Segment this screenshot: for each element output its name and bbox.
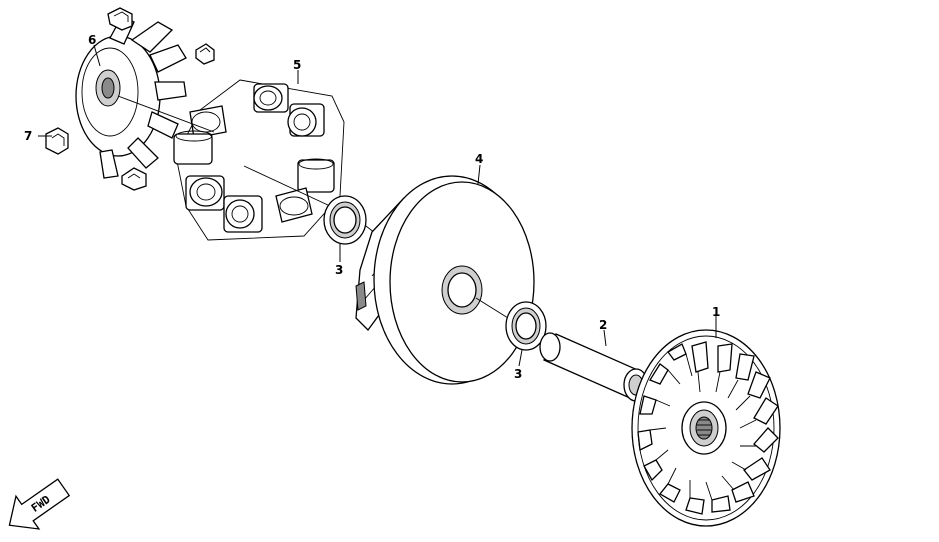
callout-6: 6	[88, 33, 96, 47]
callout-3-right: 3	[514, 367, 522, 381]
oil-seal-left	[323, 195, 385, 245]
sleeve-collar	[539, 332, 649, 402]
roller	[185, 175, 225, 211]
callout-2: 2	[599, 318, 607, 332]
roller	[173, 130, 213, 165]
driven-face-fan	[631, 329, 781, 527]
callout-7: 7	[24, 129, 32, 143]
roller	[223, 195, 263, 233]
roller	[275, 187, 313, 223]
movable-drive-face	[355, 175, 535, 385]
fwd-arrow: FWD	[8, 478, 71, 530]
roller	[297, 158, 335, 193]
callout-4: 4	[475, 152, 483, 166]
slider-pieces	[45, 7, 215, 191]
weight-rollers	[117, 79, 345, 241]
roller	[287, 103, 325, 137]
callout-3-left: 3	[335, 263, 343, 277]
ramp-plate	[75, 15, 187, 179]
leader-lines	[38, 44, 717, 367]
callout-5: 5	[293, 58, 301, 72]
oil-seal-right	[505, 301, 547, 351]
roller	[253, 83, 289, 113]
callout-1: 1	[712, 305, 720, 319]
